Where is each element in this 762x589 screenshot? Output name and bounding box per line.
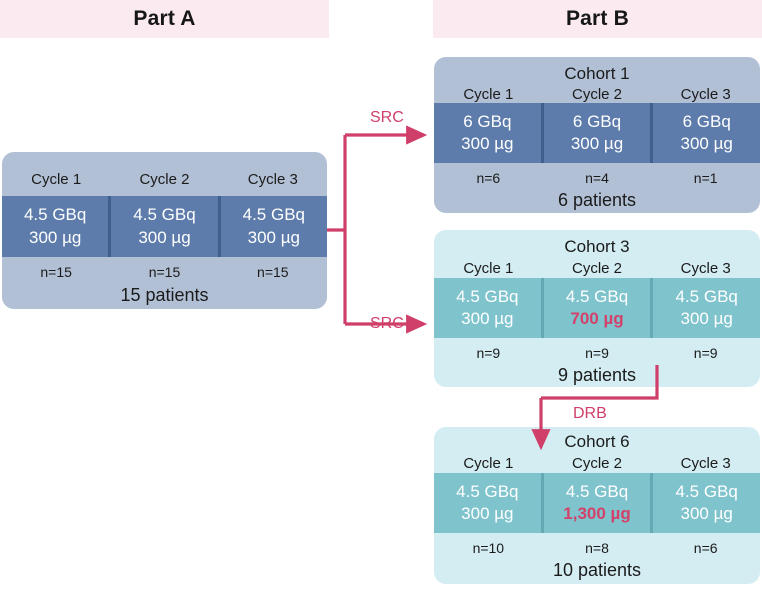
cohort-3-cycle-label-1: Cycle 1 [463,260,514,277]
cohort-3-mass-1: 300 µg [461,309,514,328]
part-a-group-box: Cycle 1 Cycle 2 Cycle 3 4.5 GBq 300 µg 4… [2,152,327,309]
cohort-3-mass-2: 700 µg [570,309,624,328]
cohort-1-n-2: n=4 [585,170,609,186]
cohort-3-n-3: n=9 [693,345,718,361]
cohort-6-cycle-label-2: Cycle 2 [571,455,623,472]
part-a-mass-2: 300 µg [138,227,191,247]
cohort-6-activity-2: 4.5 GBq [565,481,629,501]
cohort-6-n-2: n=8 [585,540,609,556]
cohort-1-activity-2: 6 GBq [572,111,622,131]
part-a-dose-cell-3: 4.5 GBq 300 µg [217,196,327,257]
part-a-dose-cell-1: 4.5 GBq 300 µg [2,196,109,257]
cohort-3-group-box: Cohort 3 Cycle 1 Cycle 2 Cycle 3 4.5 GBq… [434,230,760,387]
cohort-6-dose-cell-3: 4.5 GBq 300 µg [650,473,760,533]
part-b-label: Part B [565,7,630,30]
part-a-activity-2: 4.5 GBq [133,205,196,225]
cohort-1-dose-cell-2: 6 GBq 300 µg [540,103,651,163]
cohort-1-n-row: n=6 n=4 n=1 [434,171,760,185]
cohort-1-dose-cell-3: 6 GBq 300 µg [650,103,760,163]
cohort-1-activity-3: 6 GBq [682,111,731,131]
cohort-6-total: 10 patients [552,560,642,580]
cohort-6-n-row: n=10 n=8 n=6 [434,541,760,555]
cohort-3-dose-cell-2: 4.5 GBq 700 µg [540,278,651,338]
cohort-6-group-box: Cohort 6 Cycle 1 Cycle 2 Cycle 3 4.5 GBq… [434,427,760,584]
cohort-3-dose-cell-1: 4.5 GBq 300 µg [434,278,541,338]
cohort-3-cycle-label-2: Cycle 2 [571,260,623,277]
cohort-3-dose-row: 4.5 GBq 300 µg 4.5 GBq 700 µg 4.5 GBq 30… [434,278,760,338]
cohort-6-cycle-header-row: Cycle 1 Cycle 2 Cycle 3 [434,456,760,471]
part-a-n-row: n=15 n=15 n=15 [2,265,327,279]
cohort-1-n-1: n=6 [476,170,501,186]
cohort-1-mass-3: 300 µg [680,134,733,153]
cohort-3-activity-3: 4.5 GBq [675,286,738,306]
cohort-1-dose-row: 6 GBq 300 µg 6 GBq 300 µg 6 GBq 300 µg [434,103,760,163]
cohort-3-n-1: n=9 [476,345,501,361]
cohort-3-mass-3: 300 µg [680,309,733,328]
cohort-3-n-2: n=9 [585,345,609,361]
part-a-cycle-label-2: Cycle 2 [139,171,190,188]
part-a-label: Part A [133,7,196,30]
part-a-total: 15 patients [120,285,209,305]
cohort-1-dose-cell-1: 6 GBq 300 µg [434,103,541,163]
cohort-3-title: Cohort 3 [564,237,630,256]
part-a-cycle-label-3: Cycle 3 [247,171,298,188]
cohort-3-activity-1: 4.5 GBq [456,286,519,306]
cohort-1-cycle-label-2: Cycle 2 [571,86,623,103]
cohort-6-cycle-label-3: Cycle 3 [680,455,731,472]
part-a-dose-row: 4.5 GBq 300 µg 4.5 GBq 300 µg 4.5 GBq 30… [2,196,327,257]
cohort-3-n-row: n=9 n=9 n=9 [434,346,760,360]
cohort-6-activity-1: 4.5 GBq [456,481,519,501]
part-a-cycle-header-row: Cycle 1 Cycle 2 Cycle 3 [2,172,327,187]
part-a-n-1: n=15 [40,264,72,280]
part-a-activity-1: 4.5 GBq [23,205,87,225]
cohort-1-mass-2: 300 µg [570,134,624,153]
src-label-top: SRC [370,109,404,126]
part-b-header: Part B [433,0,762,38]
cohort-1-group-box: Cohort 1 Cycle 1 Cycle 2 Cycle 3 6 GBq 3… [434,57,760,213]
cohort-6-n-3: n=6 [693,540,718,556]
src-label-bottom: SRC [370,315,404,332]
part-a-cycle-label-1: Cycle 1 [31,171,82,188]
cohort-6-dose-cell-2: 4.5 GBq 1,300 µg [540,473,651,533]
part-a-mass-1: 300 µg [28,227,82,247]
cohort-3-cycle-header-row: Cycle 1 Cycle 2 Cycle 3 [434,261,760,276]
cohort-1-cycle-label-1: Cycle 1 [463,86,514,103]
cohort-3-total: 9 patients [557,365,637,385]
cohort-3-cycle-label-3: Cycle 3 [680,260,731,277]
cohort-6-dose-cell-1: 4.5 GBq 300 µg [434,473,541,533]
part-a-n-3: n=15 [257,264,289,280]
cohort-1-title: Cohort 1 [564,64,630,83]
drb-label: DRB [573,405,607,422]
part-a-mass-3: 300 µg [247,227,300,247]
part-a-dose-cell-2: 4.5 GBq 300 µg [108,196,218,257]
cohort-6-dose-row: 4.5 GBq 300 µg 4.5 GBq 1,300 µg 4.5 GBq … [434,473,760,533]
part-a-activity-3: 4.5 GBq [242,205,305,225]
cohort-1-mass-1: 300 µg [461,134,514,153]
cohort-1-n-3: n=1 [693,170,718,186]
part-a-n-2: n=15 [148,264,181,280]
cohort-1-cycle-header-row: Cycle 1 Cycle 2 Cycle 3 [434,87,760,102]
part-a-header: Part A [0,0,329,38]
cohort-6-title: Cohort 6 [564,432,630,451]
cohort-3-dose-cell-3: 4.5 GBq 300 µg [650,278,760,338]
cohort-6-n-1: n=10 [472,540,505,556]
cohort-6-cycle-label-1: Cycle 1 [463,455,514,472]
cohort-6-mass-2: 1,300 µg [563,504,631,523]
cohort-6-activity-3: 4.5 GBq [675,481,738,501]
cohort-1-total: 6 patients [557,190,637,210]
cohort-3-activity-2: 4.5 GBq [565,286,629,306]
cohort-6-mass-1: 300 µg [461,504,514,523]
cohort-1-activity-1: 6 GBq [463,111,512,131]
cohort-1-cycle-label-3: Cycle 3 [680,86,731,103]
cohort-6-mass-3: 300 µg [680,504,733,523]
